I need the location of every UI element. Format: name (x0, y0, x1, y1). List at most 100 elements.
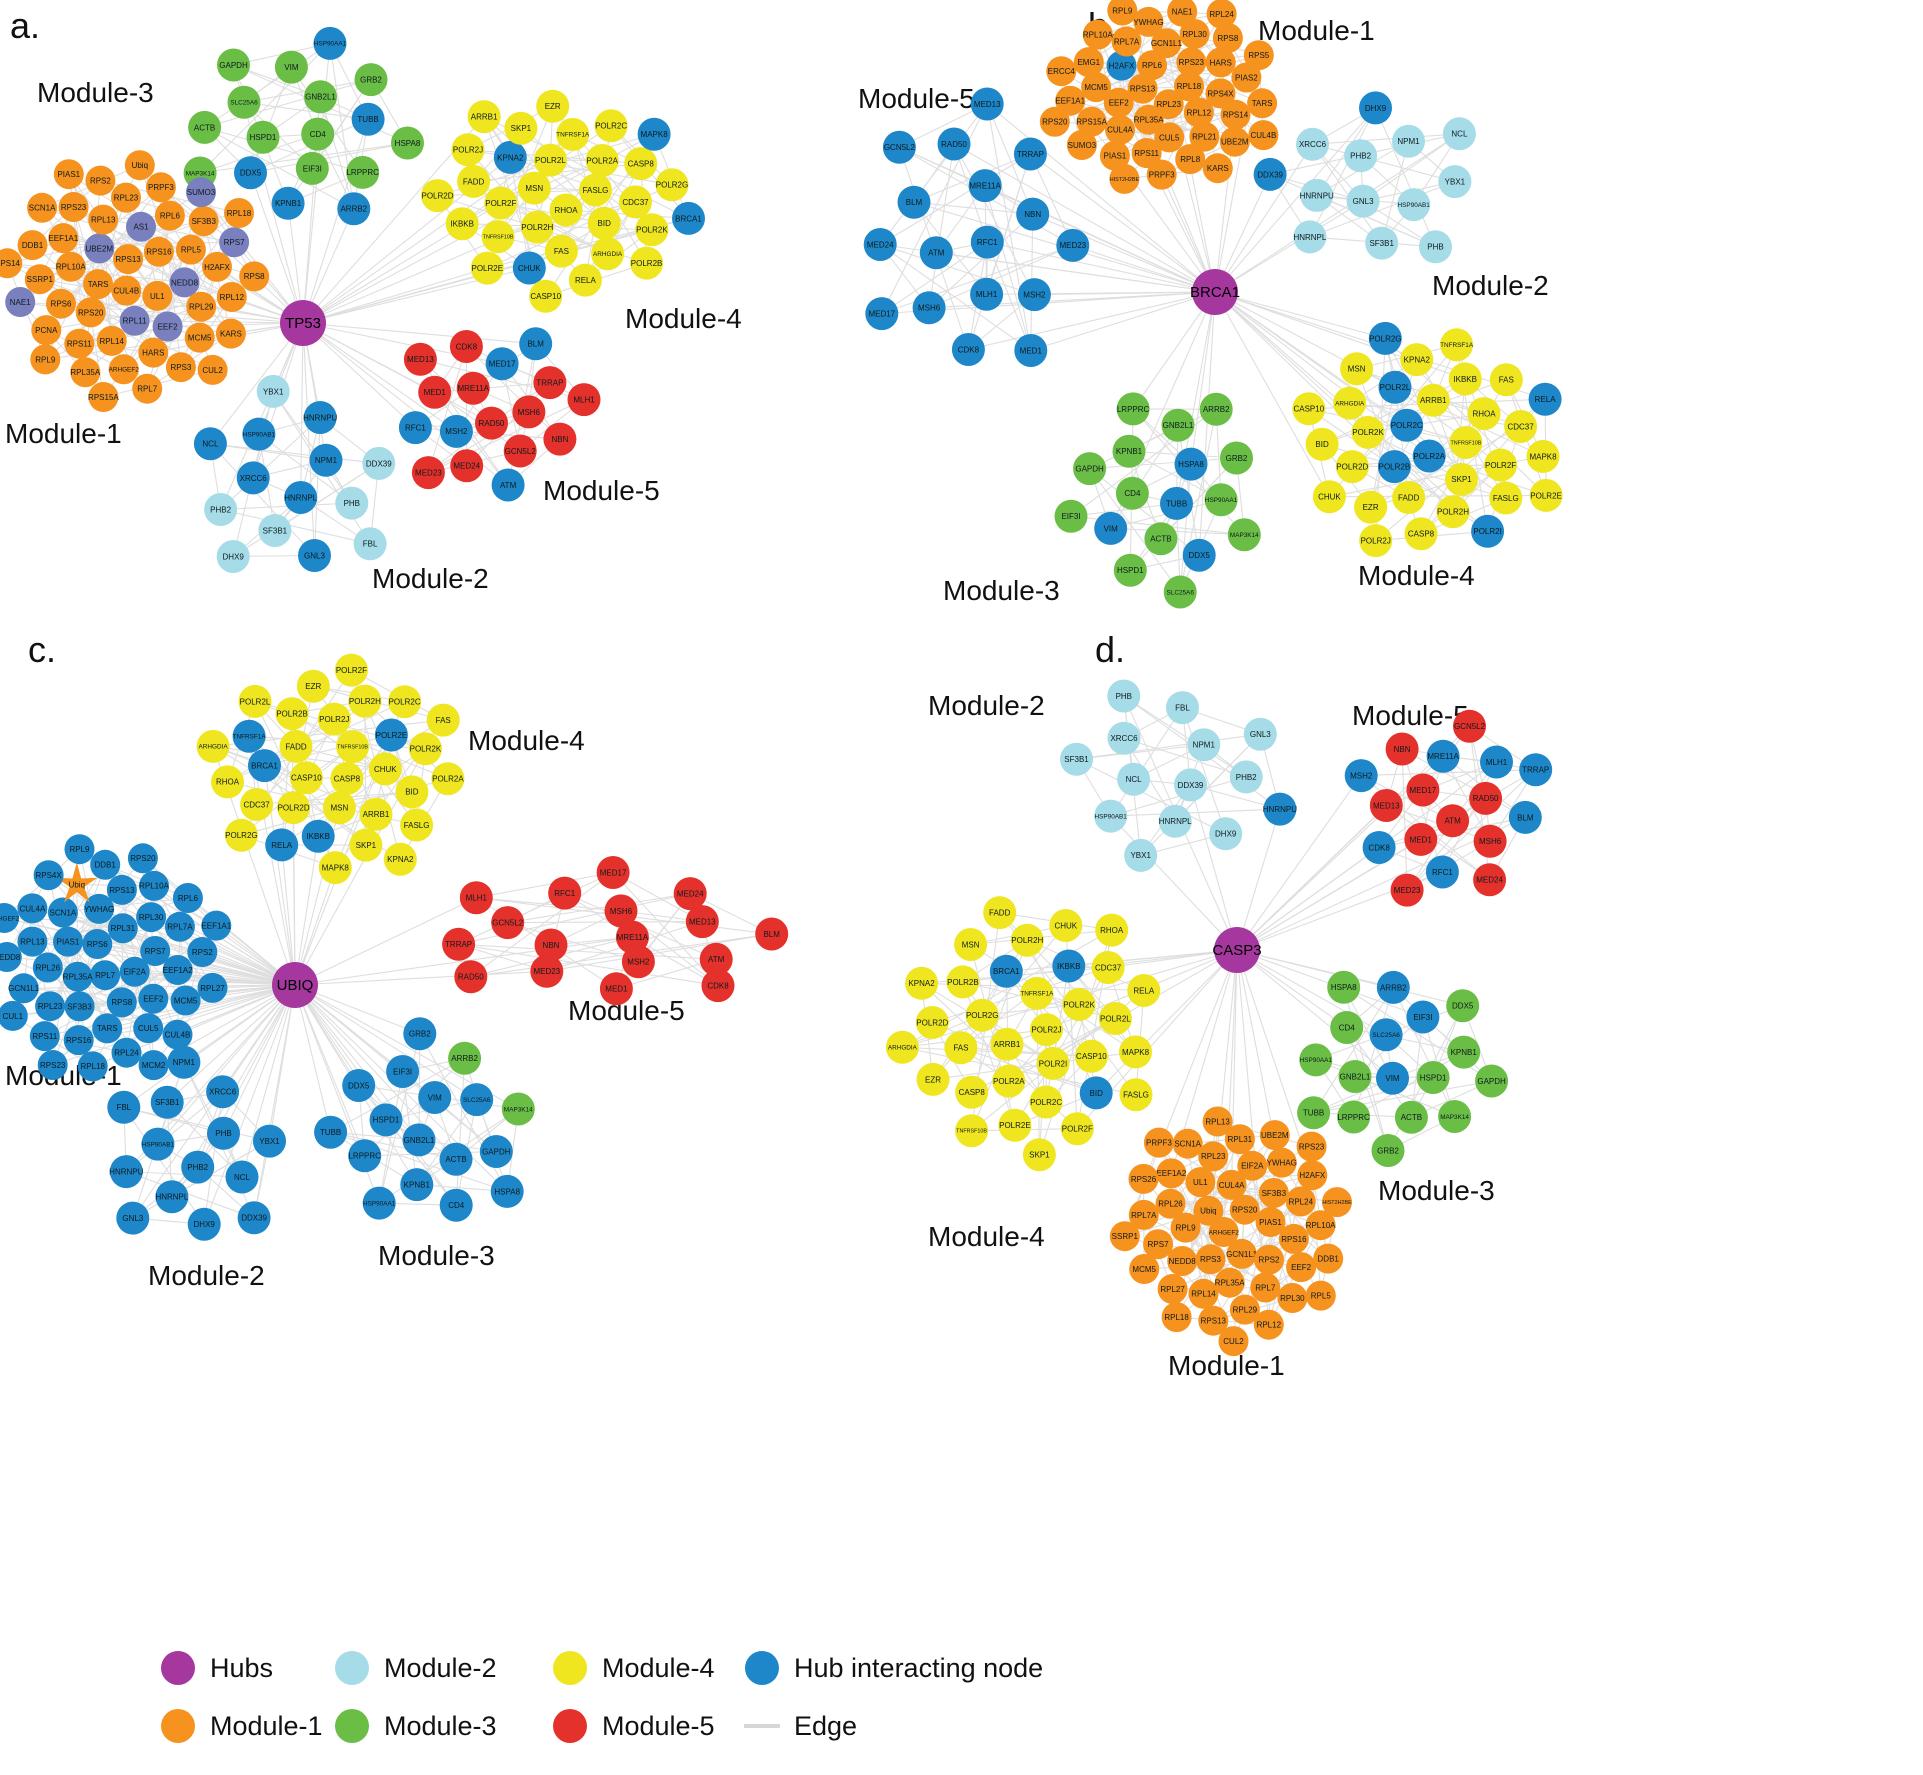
node-RPL14[interactable]: RPL14 (1188, 1278, 1219, 1309)
node-XRCC6[interactable]: XRCC6 (206, 1075, 240, 1109)
node-PHB2[interactable]: PHB2 (1229, 760, 1263, 794)
node-XRCC6[interactable]: XRCC6 (1107, 721, 1141, 755)
node-ARHGDIA[interactable]: ARHGDIA (885, 1030, 919, 1064)
node-CD4[interactable]: CD4 (439, 1188, 473, 1222)
node-POLR2J[interactable]: POLR2J (1030, 1013, 1063, 1047)
node-MED17[interactable]: MED17 (596, 856, 630, 889)
node-GRB2[interactable]: GRB2 (1220, 441, 1253, 475)
node-EEF1A2[interactable]: EEF1A2 (1156, 1158, 1187, 1189)
node-RAD50[interactable]: RAD50 (937, 127, 971, 161)
node-CUL4A[interactable]: CUL4A (17, 893, 48, 924)
node-RPL9[interactable]: RPL9 (64, 834, 95, 865)
node-XRCC6[interactable]: XRCC6 (236, 461, 270, 495)
node-RPL6[interactable]: RPL6 (172, 883, 203, 913)
node-TUBB[interactable]: TUBB (1160, 486, 1193, 520)
node-RHOA[interactable]: RHOA (1095, 913, 1129, 947)
node-FADD[interactable]: FADD (457, 164, 491, 198)
node-SF3B1[interactable]: SF3B1 (258, 514, 292, 547)
node-ARRB2[interactable]: ARRB2 (1199, 392, 1233, 426)
node-CASP8[interactable]: CASP8 (330, 762, 364, 795)
node-ARHGDIA[interactable]: ARHGDIA (196, 729, 230, 763)
node-RPL7[interactable]: RPL7 (90, 960, 121, 991)
node-FAS[interactable]: FAS (544, 234, 578, 268)
node-HSP90AA1[interactable]: HSP90AA1 (1204, 483, 1238, 517)
node-RPS23[interactable]: RPS23 (1296, 1131, 1327, 1162)
node-RPS13[interactable]: RPS13 (106, 874, 137, 905)
node-POLR2F[interactable]: POLR2F (334, 653, 368, 687)
node-NPM1[interactable]: NPM1 (1187, 728, 1221, 762)
node-HSP90AA1[interactable]: HSP90AA1 (362, 1186, 396, 1220)
node-RPS7[interactable]: RPS7 (219, 227, 250, 258)
node-CDC37[interactable]: CDC37 (240, 788, 274, 821)
node-RPL12[interactable]: RPL12 (216, 282, 247, 312)
node-SCN1A[interactable]: SCN1A (47, 897, 78, 928)
node-RPS16[interactable]: RPS16 (63, 1025, 94, 1056)
node-RHOA[interactable]: RHOA (1467, 397, 1501, 431)
node-POLR2F[interactable]: POLR2F (1484, 448, 1518, 482)
node-HSPD1[interactable]: HSPD1 (1416, 1061, 1450, 1094)
node-GCN1L1[interactable]: GCN1L1 (8, 973, 40, 1004)
node-MED23[interactable]: MED23 (1390, 873, 1424, 907)
node-MSH6[interactable]: MSH6 (912, 291, 946, 325)
node-SLC25A6[interactable]: SLC25A6 (460, 1083, 494, 1117)
node-SKP1[interactable]: SKP1 (504, 111, 538, 145)
node-NBN[interactable]: NBN (1016, 197, 1050, 231)
node-CUL4B[interactable]: CUL4B (111, 275, 142, 306)
node-MAPK8[interactable]: MAPK8 (1526, 439, 1560, 473)
node-PIAS1[interactable]: PIAS1 (53, 159, 84, 190)
node-RPL21[interactable]: RPL21 (1189, 121, 1220, 152)
node-POLR2A[interactable]: POLR2A (431, 762, 465, 796)
node-POLR2H[interactable]: POLR2H (348, 684, 382, 718)
node-TARS[interactable]: TARS (83, 269, 114, 300)
node-PRPF3[interactable]: PRPF3 (1146, 159, 1177, 190)
node-BLM[interactable]: BLM (897, 185, 931, 219)
node-ARHGEF2[interactable]: ARHGEF2 (109, 354, 140, 385)
node-RPL35A[interactable]: RPL35A (62, 961, 94, 992)
node-IKBKB[interactable]: IKBKB (1448, 362, 1482, 396)
node-RFC1[interactable]: RFC1 (970, 225, 1004, 259)
node-RPS20[interactable]: RPS20 (1229, 1194, 1260, 1225)
node-KARS[interactable]: KARS (1202, 153, 1233, 184)
node-ACTB[interactable]: ACTB (439, 1142, 473, 1176)
node-RPL31[interactable]: RPL31 (107, 913, 138, 944)
node-HSP90AB1[interactable]: HSP90AB1 (242, 417, 276, 451)
node-MED13[interactable]: MED13 (1369, 789, 1403, 822)
node-GCN5L2[interactable]: GCN5L2 (491, 906, 525, 940)
node-RAD50[interactable]: RAD50 (1469, 781, 1503, 815)
node-RPS16[interactable]: RPS16 (1278, 1223, 1309, 1254)
node-HSP90AA1[interactable]: HSP90AA1 (313, 26, 347, 60)
node-TRRAP[interactable]: TRRAP (533, 366, 567, 400)
node-KPNA2[interactable]: KPNA2 (493, 140, 527, 174)
node-NEDD8[interactable]: NEDD8 (0, 942, 22, 972)
node-CASP10[interactable]: CASP10 (1074, 1039, 1108, 1073)
node-RELA[interactable]: RELA (568, 263, 602, 297)
node-GRB2[interactable]: GRB2 (403, 1017, 437, 1051)
node-IKBKB[interactable]: IKBKB (1052, 949, 1086, 983)
node-BID[interactable]: BID (1305, 427, 1339, 461)
node-CDK8[interactable]: CDK8 (449, 330, 483, 363)
node-LRPPRC[interactable]: LRPPRC (346, 155, 380, 189)
node-MED17[interactable]: MED17 (485, 347, 519, 381)
node-KPNB1[interactable]: KPNB1 (400, 1168, 434, 1202)
node-RPL24[interactable]: RPL24 (1206, 0, 1237, 29)
node-GCN5L2[interactable]: GCN5L2 (882, 130, 916, 164)
node-PHB[interactable]: PHB (1419, 230, 1452, 264)
node-MRE11A[interactable]: MRE11A (1426, 739, 1460, 773)
node-HSPD1[interactable]: HSPD1 (246, 120, 280, 154)
node-CDK8[interactable]: CDK8 (701, 969, 735, 1003)
node-ACTB[interactable]: ACTB (1144, 522, 1178, 556)
node-IKBKB[interactable]: IKBKB (301, 819, 335, 853)
node-TNFRSF10B[interactable]: TNFRSF10B (1449, 426, 1483, 459)
node-CASP10[interactable]: CASP10 (289, 761, 323, 795)
node-RPL29[interactable]: RPL29 (1229, 1294, 1260, 1325)
node-RPL9[interactable]: RPL9 (30, 344, 61, 375)
node-MAP3K14[interactable]: MAP3K14 (1227, 518, 1261, 552)
node-NEDD8[interactable]: NEDD8 (1167, 1246, 1198, 1276)
node-SLC25A6[interactable]: SLC25A6 (227, 85, 261, 119)
node-RPS4X[interactable]: RPS4X (33, 860, 64, 891)
node-H2AFX[interactable]: H2AFX (1297, 1160, 1328, 1191)
node-ARRB2[interactable]: ARRB2 (448, 1041, 482, 1075)
node-EIF2A[interactable]: EIF2A (1237, 1150, 1268, 1181)
node-MED24[interactable]: MED24 (450, 449, 484, 483)
node-MSH6[interactable]: MSH6 (1473, 824, 1507, 858)
